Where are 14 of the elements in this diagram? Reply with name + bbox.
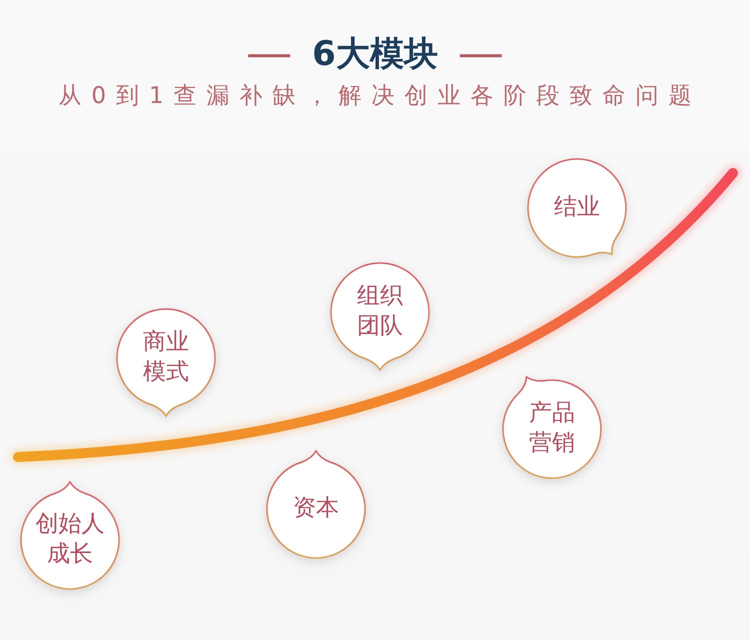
bubble-label: 结业: [554, 193, 600, 222]
speech-bubble: [116, 308, 216, 417]
speech-bubble: [502, 376, 602, 479]
bubble-label: 商业模式: [142, 328, 190, 387]
bubble-label: 资本: [293, 494, 339, 524]
speech-bubble: [266, 450, 366, 559]
speech-bubble: [527, 158, 627, 258]
bubble-label: 创始人成长: [34, 510, 106, 569]
title: 6大模块: [312, 36, 438, 74]
subtitle: 从0到1查漏补缺，解决创业各阶段致命问题: [57, 83, 702, 111]
bubble-label: 产品营销: [528, 399, 576, 458]
speech-bubble: [20, 481, 120, 590]
speech-bubble: [330, 262, 430, 371]
bubble-label: 组织团队: [356, 282, 404, 341]
